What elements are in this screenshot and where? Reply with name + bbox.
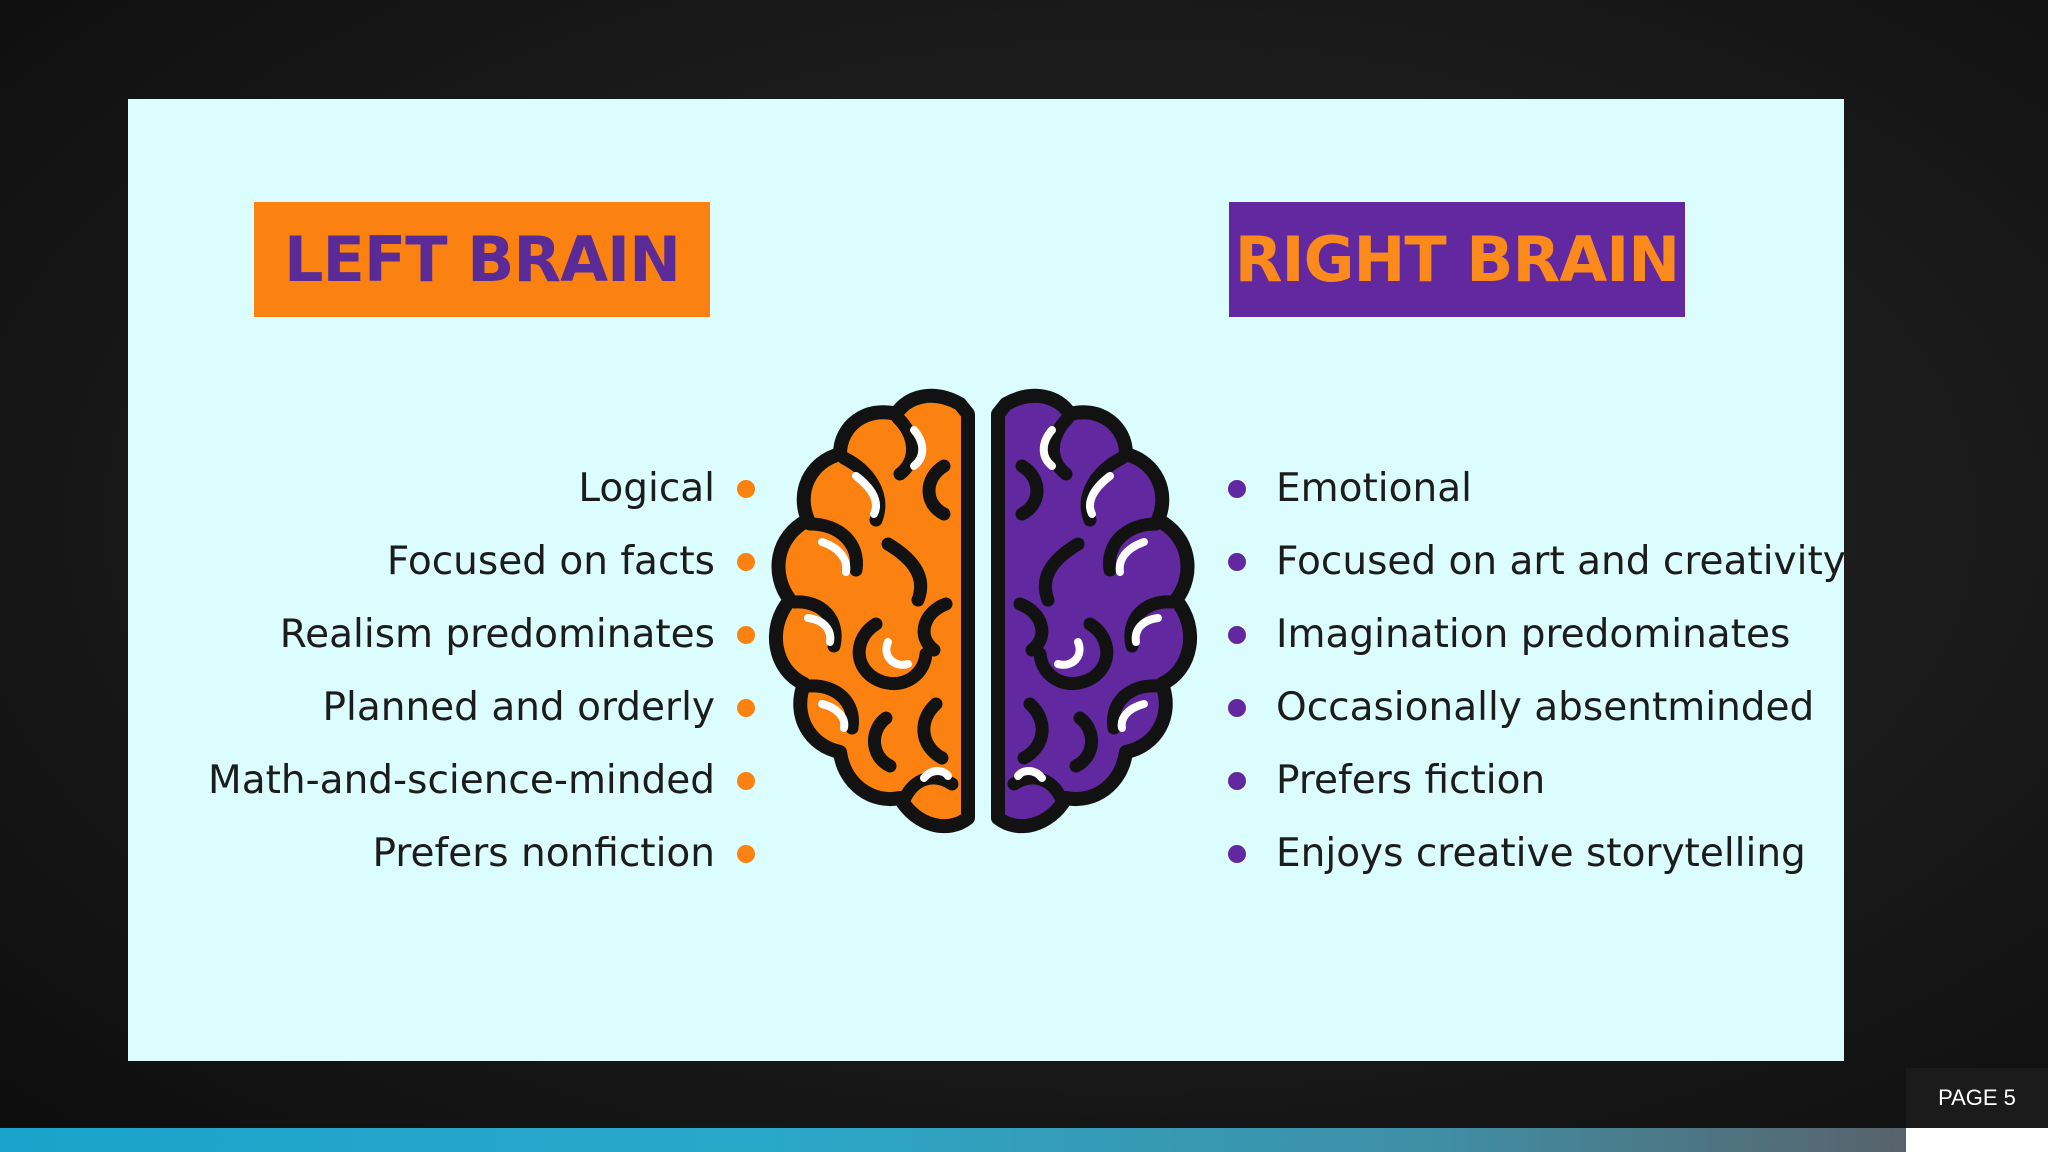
trait-text: Prefers nonfiction — [372, 831, 716, 876]
trait-text: Emotional — [1276, 466, 1472, 511]
orange-bullet-icon — [737, 698, 755, 717]
list-item: Prefers nonfiction — [208, 817, 755, 890]
page-number-box-underline — [1906, 1128, 2048, 1152]
list-item: Occasionally absentminded — [1228, 671, 1846, 744]
trait-text: Imagination predominates — [1276, 612, 1791, 657]
footer-accent-bar — [0, 1128, 1906, 1152]
trait-text: Prefers fiction — [1276, 758, 1546, 803]
trait-text: Math-and-science-minded — [208, 758, 715, 803]
orange-bullet-icon — [737, 552, 755, 571]
list-item: Prefers fiction — [1228, 744, 1846, 817]
purple-bullet-icon — [1228, 625, 1246, 644]
orange-bullet-icon — [737, 625, 755, 644]
left-brain-title: LEFT BRAIN — [254, 202, 710, 317]
list-item: Planned and orderly — [208, 671, 755, 744]
orange-bullet-icon — [737, 479, 755, 498]
trait-text: Enjoys creative storytelling — [1276, 831, 1806, 876]
trait-text: Focused on facts — [386, 539, 715, 584]
trait-text: Planned and orderly — [322, 685, 715, 730]
trait-text: Occasionally absentminded — [1276, 685, 1815, 730]
left-brain-trait-list: Logical Focused on facts Realism predomi… — [208, 452, 755, 890]
list-item: Enjoys creative storytelling — [1228, 817, 1846, 890]
slide-panel: LEFT BRAIN RIGHT BRAIN Logical Focused o… — [128, 99, 1846, 1061]
left-brain-title-text: LEFT BRAIN — [283, 223, 681, 296]
list-item: Realism predominates — [208, 598, 755, 671]
purple-bullet-icon — [1228, 479, 1246, 498]
page-number-label: PAGE 5 — [1938, 1085, 2016, 1110]
list-item: Focused on art and creativity — [1228, 525, 1846, 598]
purple-bullet-icon — [1228, 771, 1246, 790]
purple-bullet-icon — [1228, 844, 1246, 863]
list-item: Emotional — [1228, 452, 1846, 525]
right-brain-trait-list: Emotional Focused on art and creativity … — [1228, 452, 1846, 890]
trait-text: Logical — [578, 466, 715, 511]
orange-bullet-icon — [737, 771, 755, 790]
list-item: Focused on facts — [208, 525, 755, 598]
right-brain-title: RIGHT BRAIN — [1229, 202, 1685, 317]
page-number-box: PAGE 5 — [1906, 1068, 2048, 1128]
purple-bullet-icon — [1228, 552, 1246, 571]
brain-icon — [769, 388, 1197, 834]
list-item: Imagination predominates — [1228, 598, 1846, 671]
trait-text: Focused on art and creativity — [1276, 539, 1846, 584]
orange-bullet-icon — [737, 844, 755, 863]
list-item: Logical — [208, 452, 755, 525]
list-item: Math-and-science-minded — [208, 744, 755, 817]
trait-text: Realism predominates — [279, 612, 715, 657]
purple-bullet-icon — [1228, 698, 1246, 717]
right-brain-title-text: RIGHT BRAIN — [1234, 223, 1680, 296]
